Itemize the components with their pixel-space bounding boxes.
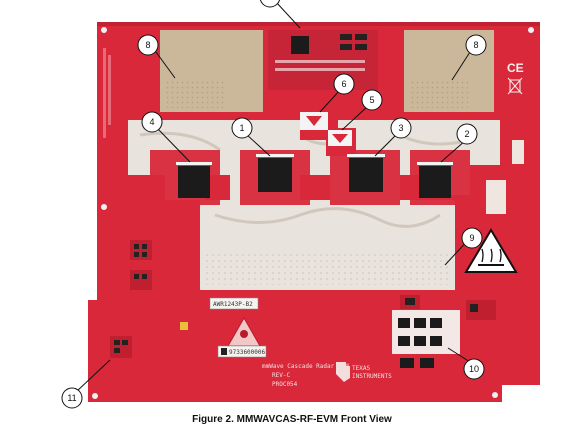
- antenna-array-right: [404, 30, 494, 112]
- right-connector-pads: [486, 140, 524, 214]
- hot-surface-warning-icon: [464, 228, 518, 273]
- antenna-array-left: [160, 30, 263, 112]
- callout-9: 9: [461, 227, 483, 249]
- digital-connector-block: [392, 310, 460, 368]
- capacitor: [180, 322, 188, 330]
- callout-3: 3: [390, 117, 412, 139]
- mounting-hole: [92, 393, 98, 399]
- top-circuit-block: [268, 30, 378, 90]
- brand-line1: TEXAS: [352, 365, 370, 372]
- callout-6: 6: [333, 73, 355, 95]
- lo-distribution-marker: [300, 112, 352, 146]
- mounting-hole: [101, 27, 107, 33]
- svg-text:6: 6: [341, 79, 346, 89]
- svg-text:5: 5: [369, 95, 374, 105]
- radar-chip-1: [256, 154, 294, 192]
- callout-leaders: [75, 1, 471, 393]
- callout-8-right: 8: [465, 34, 487, 56]
- board-title-line2: REV-C: [272, 372, 290, 379]
- svg-text:3: 3: [398, 123, 403, 133]
- svg-text:9733600006: 9733600006: [229, 349, 266, 356]
- callout-11: 11: [61, 387, 83, 409]
- ce-mark: CE: [507, 61, 524, 75]
- mounting-hole: [492, 392, 498, 398]
- power-led-cluster: [110, 336, 132, 358]
- weee-bin-icon: [507, 77, 523, 95]
- figure-caption: Figure 2. MMWAVCAS-RF-EVM Front View: [192, 414, 392, 425]
- lower-right-circuit: [400, 295, 496, 320]
- serial-sticker: 9733600006: [217, 345, 267, 358]
- brand-line2: INSTRUMENTS: [352, 373, 392, 380]
- svg-text:8: 8: [473, 40, 478, 50]
- callout-10: 10: [463, 358, 485, 380]
- svg-text:11: 11: [67, 393, 76, 403]
- board-title-line3: PROC054: [272, 381, 298, 388]
- mounting-hole: [528, 27, 534, 33]
- left-silkscreen-text: [103, 48, 111, 138]
- callout-1: 1: [231, 117, 253, 139]
- callout-2: 2: [456, 123, 478, 145]
- svg-text:7: 7: [267, 0, 272, 2]
- radar-chip-2: [417, 162, 453, 198]
- svg-text:2: 2: [464, 129, 469, 139]
- mounting-hole: [101, 204, 107, 210]
- lower-left-circuit: [130, 240, 152, 290]
- svg-text:1: 1: [239, 123, 244, 133]
- svg-text:AWR1243P-B2: AWR1243P-B2: [213, 301, 253, 308]
- board-title-line1: mmWave Cascade Radar EVM: [262, 363, 349, 370]
- callout-5: 5: [361, 89, 383, 111]
- callout-7: 7: [259, 0, 281, 8]
- callout-8-left: 8: [137, 34, 159, 56]
- svg-text:10: 10: [469, 364, 479, 374]
- esd-sticker: [227, 316, 261, 347]
- radar-chip-4: [176, 162, 212, 198]
- svg-text:9: 9: [469, 233, 474, 243]
- svg-text:8: 8: [145, 40, 150, 50]
- part-label-sticker: AWR1243P-B2: [209, 297, 259, 310]
- svg-text:4: 4: [149, 117, 154, 127]
- radar-chip-3: [347, 154, 385, 192]
- ti-logo-icon: [336, 362, 350, 382]
- callout-4: 4: [141, 111, 163, 133]
